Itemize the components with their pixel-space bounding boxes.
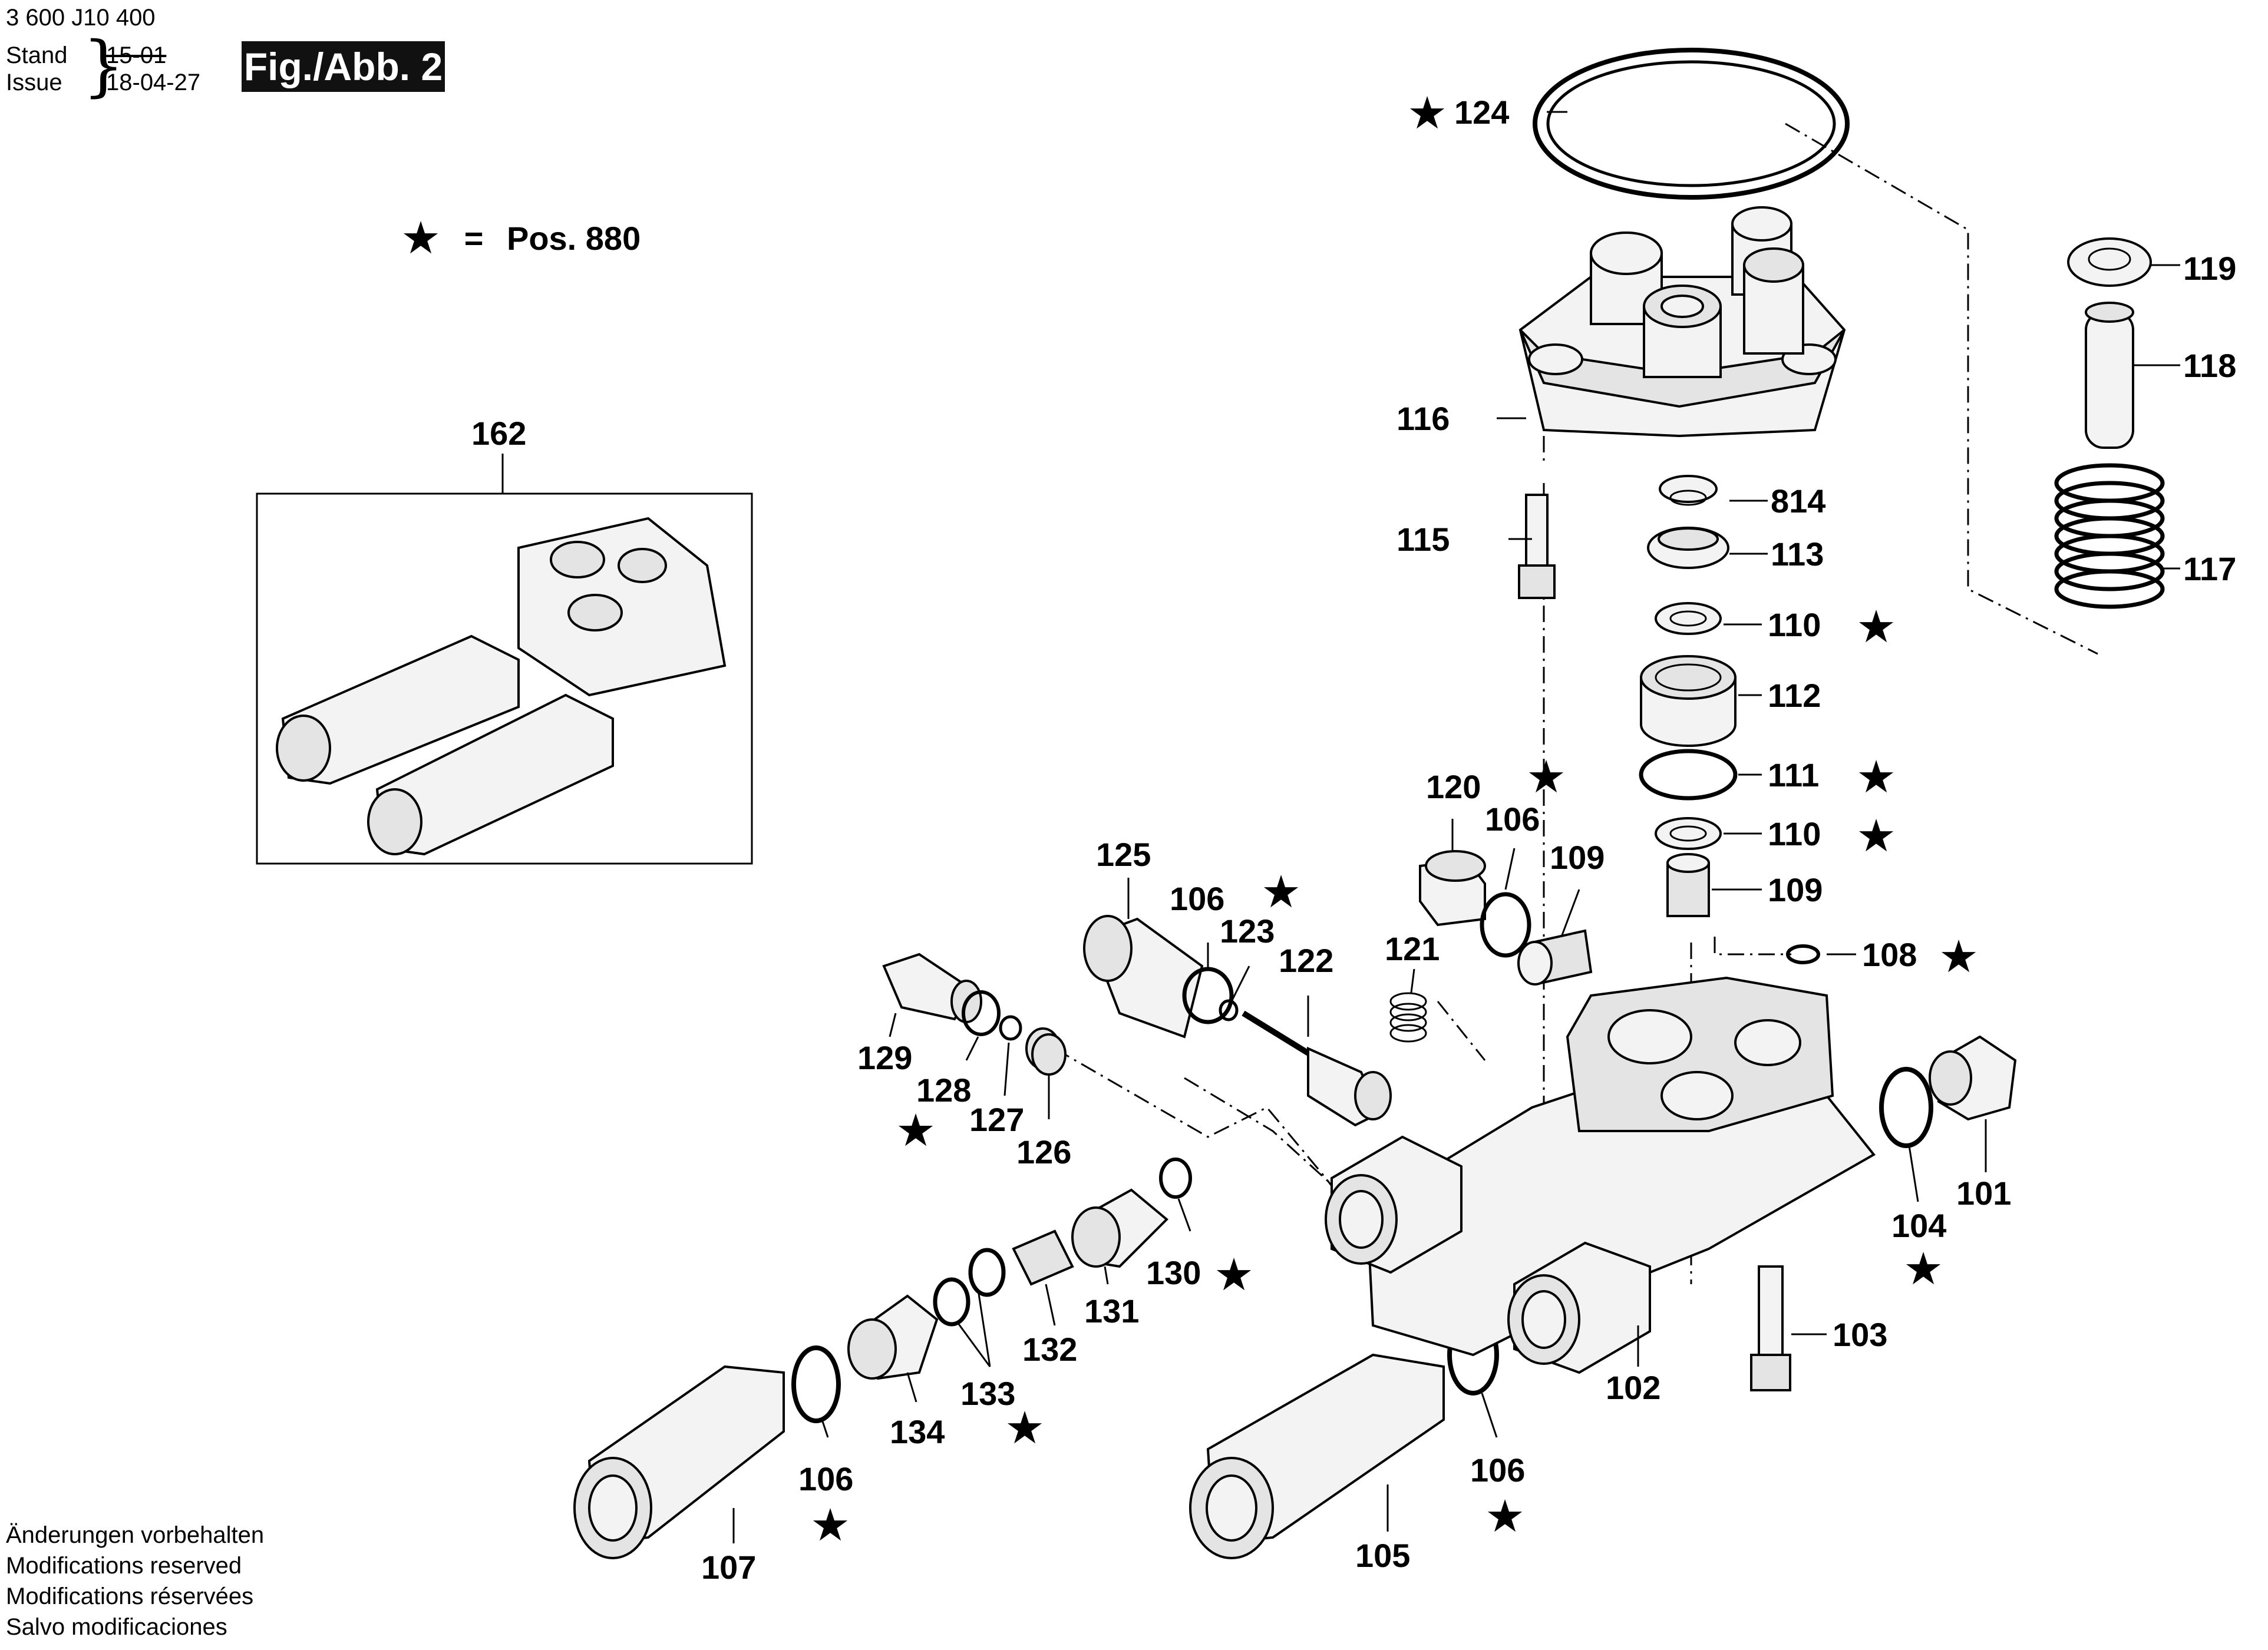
callout-814: 814 bbox=[1771, 482, 1825, 520]
notice-en: Modifications reserved bbox=[6, 1553, 242, 1579]
part-118 bbox=[2085, 311, 2134, 449]
callout-107: 107 bbox=[701, 1549, 756, 1586]
plunger-assembly bbox=[2054, 237, 2165, 609]
seal-stack bbox=[1639, 475, 1738, 917]
callout-106-injector: 106 bbox=[1170, 880, 1224, 917]
callout-120: 120 bbox=[1426, 768, 1481, 805]
callout-123: 123 bbox=[1220, 912, 1275, 950]
callout-121: 121 bbox=[1385, 930, 1440, 967]
part-814 bbox=[1659, 475, 1718, 503]
callout-126: 126 bbox=[1016, 1133, 1071, 1170]
callout-111: 111 bbox=[1768, 756, 1819, 793]
callout-116: 116 bbox=[1397, 400, 1450, 437]
part-110b bbox=[1655, 817, 1722, 850]
stand-date: 15-01 bbox=[106, 42, 167, 68]
star-icon: ★ bbox=[1261, 865, 1301, 918]
callout-leaders bbox=[732, 111, 2180, 1543]
part-125-injector-group bbox=[1083, 915, 1392, 1127]
star-icon: ★ bbox=[1485, 1490, 1525, 1542]
brace-glyph: } bbox=[82, 28, 125, 104]
callout-101: 101 bbox=[1956, 1175, 2011, 1212]
inset-162-box bbox=[256, 454, 753, 865]
part-117-spring bbox=[2054, 463, 2165, 609]
star-icon: ★ bbox=[1407, 87, 1447, 139]
legend-equals: = bbox=[464, 220, 484, 257]
issue-date: 18-04-27 bbox=[106, 70, 201, 95]
star-icon: ★ bbox=[1903, 1242, 1943, 1295]
part-111 bbox=[1639, 749, 1738, 801]
callout-130: 130 bbox=[1146, 1254, 1201, 1291]
callout-110-upper: 110 bbox=[1768, 606, 1821, 643]
star-icon: ★ bbox=[896, 1104, 936, 1156]
callout-108: 108 bbox=[1862, 936, 1917, 973]
callout-103: 103 bbox=[1833, 1316, 1887, 1353]
callout-113: 113 bbox=[1771, 535, 1824, 573]
star-icon: ★ bbox=[1856, 750, 1896, 803]
part-120-plug-group bbox=[1419, 850, 1593, 986]
notice-fr: Modifications réservées bbox=[6, 1583, 254, 1609]
callout-133: 133 bbox=[960, 1375, 1015, 1412]
part-129-fitting-group bbox=[882, 953, 1067, 1076]
callout-132: 132 bbox=[1022, 1331, 1077, 1368]
callout-105: 105 bbox=[1355, 1537, 1410, 1574]
callout-104: 104 bbox=[1891, 1207, 1946, 1244]
callout-110-lower: 110 bbox=[1768, 815, 1821, 852]
callout-128: 128 bbox=[916, 1072, 971, 1109]
notice-es: Salvo modificaciones bbox=[6, 1614, 227, 1640]
document-number: 3 600 J10 400 bbox=[6, 5, 156, 31]
part-124-o-ring bbox=[1533, 48, 1850, 200]
callout-131: 131 bbox=[1084, 1292, 1139, 1330]
part-115-screw bbox=[1518, 494, 1556, 599]
callout-102: 102 bbox=[1606, 1369, 1660, 1406]
callout-122: 122 bbox=[1279, 942, 1333, 979]
part-107-inlet-fitting bbox=[573, 1345, 841, 1559]
part-116-valve-head bbox=[1518, 206, 1846, 438]
part-105-outlet-fitting bbox=[1189, 1314, 1499, 1559]
star-icon: ★ bbox=[1939, 930, 1979, 983]
star-icon: ★ bbox=[1526, 750, 1566, 803]
star-icon: ★ bbox=[1856, 809, 1896, 862]
callout-127: 127 bbox=[969, 1101, 1024, 1138]
callout-109-right: 109 bbox=[1768, 871, 1823, 908]
part-102-manifold bbox=[1325, 976, 1876, 1374]
callout-112: 112 bbox=[1768, 677, 1821, 714]
part-108-o-ring bbox=[1786, 944, 1820, 964]
part-101-plug bbox=[1879, 1035, 2017, 1148]
star-legend: ★ = Pos. 880 bbox=[401, 216, 641, 261]
callout-106-inlet: 106 bbox=[798, 1460, 853, 1497]
legend-text: Pos. 880 bbox=[506, 220, 641, 257]
callout-115: 115 bbox=[1397, 521, 1450, 558]
issue-label: Issue bbox=[6, 70, 62, 95]
callout-labels: 124 116 115 814 113 110 112 111 110 109 … bbox=[471, 94, 2236, 1586]
unloader-parts bbox=[847, 1158, 1192, 1380]
star-icon: ★ bbox=[810, 1499, 850, 1551]
star-icon: ★ bbox=[1214, 1248, 1254, 1301]
stand-label: Stand bbox=[6, 42, 68, 68]
part-103-screw bbox=[1750, 1265, 1791, 1391]
part-110 bbox=[1655, 602, 1722, 635]
notice-de: Änderungen vorbehalten bbox=[6, 1522, 265, 1548]
modifications-notice: Änderungen vorbehalten Modifications res… bbox=[6, 1520, 264, 1642]
callout-134: 134 bbox=[890, 1413, 945, 1450]
callout-118: 118 bbox=[2183, 347, 2236, 384]
part-121-spring bbox=[1389, 992, 1427, 1043]
star-icon: ★ bbox=[1005, 1401, 1045, 1454]
callout-125: 125 bbox=[1096, 836, 1151, 873]
callout-162: 162 bbox=[471, 415, 526, 452]
part-119 bbox=[2067, 237, 2152, 287]
callout-129: 129 bbox=[857, 1039, 912, 1076]
callout-109-left: 109 bbox=[1550, 839, 1605, 876]
figure-label: Fig./Abb. 2 bbox=[242, 41, 445, 92]
star-markers: ★ ★ ★ ★ ★ ★ ★ ★ ★ ★ ★ ★ ★ bbox=[810, 87, 1979, 1551]
callout-106-outlet: 106 bbox=[1470, 1451, 1525, 1489]
callout-117: 117 bbox=[2183, 550, 2236, 587]
star-icon: ★ bbox=[401, 213, 441, 263]
callout-119: 119 bbox=[2183, 250, 2236, 287]
callout-106-plug: 106 bbox=[1485, 801, 1540, 838]
star-icon: ★ bbox=[1856, 600, 1896, 653]
callout-124: 124 bbox=[1454, 94, 1509, 131]
